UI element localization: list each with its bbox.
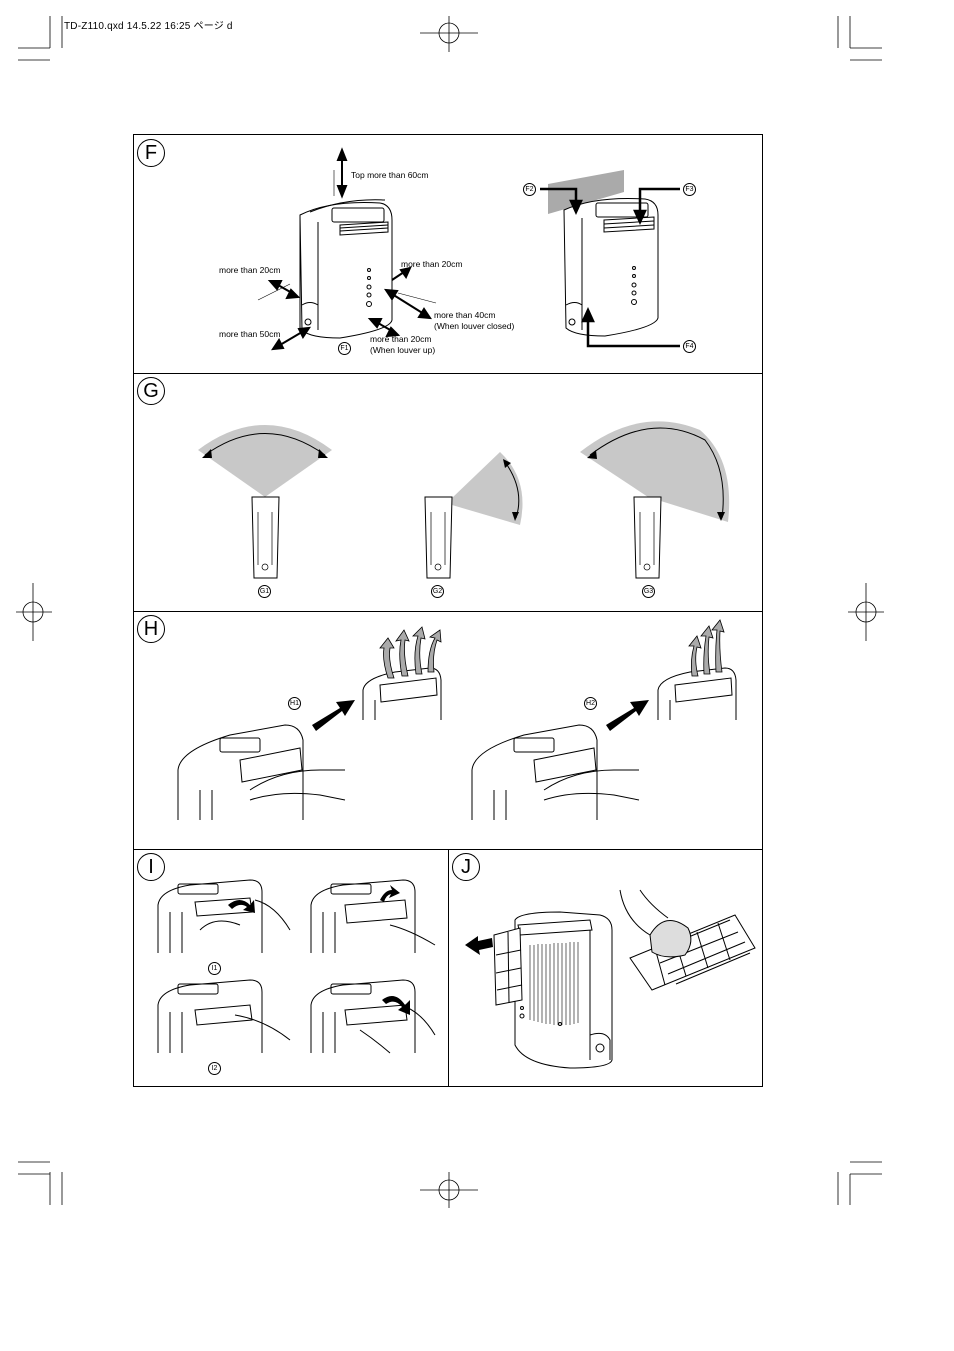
clearance-top-note: Top more than 60cm [351, 170, 429, 180]
clearance-left-note: more than 20cm [219, 265, 281, 275]
tag-g2: G2 [431, 585, 444, 598]
clearance-front-right-note: more than 40cm [434, 310, 496, 320]
tag-h1: H1 [288, 697, 301, 710]
divider-fg [134, 373, 762, 374]
clearance-front-right-sub: (When louver closed) [434, 321, 515, 331]
tag-i2: I2 [208, 1062, 221, 1075]
clearance-back-note: more than 50cm [219, 329, 281, 339]
tag-f1: F1 [338, 342, 351, 355]
clearance-front-sub: (When louver up) [370, 345, 436, 355]
tag-g1: G1 [258, 585, 271, 598]
section-label-i: I [137, 853, 165, 881]
tag-g3: G3 [642, 585, 655, 598]
section-label-f: F [137, 139, 165, 167]
section-label-g: G [137, 377, 165, 405]
section-label-j: J [452, 853, 480, 881]
divider-ij [448, 849, 449, 1087]
figure-frame [133, 134, 763, 1087]
section-label-h: H [137, 615, 165, 643]
clearance-front-note: more than 20cm [370, 334, 432, 344]
tag-f3: F3 [683, 183, 696, 196]
clearance-right-note: more than 20cm [401, 259, 463, 269]
tag-f4: F4 [683, 340, 696, 353]
file-info-header: TD-Z110.qxd 14.5.22 16:25 ページ d [64, 21, 233, 32]
tag-i1: I1 [208, 962, 221, 975]
divider-gh [134, 611, 762, 612]
tag-h2: H2 [584, 697, 597, 710]
tag-f2: F2 [523, 183, 536, 196]
